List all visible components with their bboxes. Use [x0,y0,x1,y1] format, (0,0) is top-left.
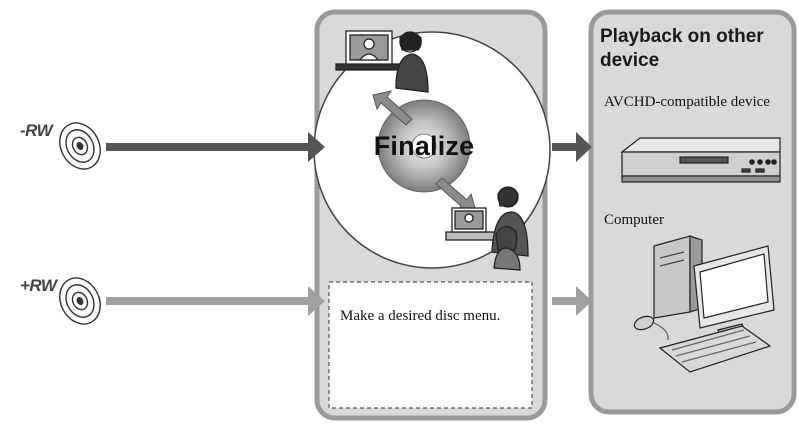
dvd-player-icon [620,137,781,183]
computer-label: Computer [604,212,664,228]
minus-rw-flow-arrow [106,132,325,162]
avchd-device-label: AVCHD-compatible device [604,94,770,110]
desktop-computer-icon [633,235,775,373]
finalize-label: Finalize [373,131,475,161]
plus-rw-label: +RW [20,276,57,295]
rw-plus-disc-icon [59,277,101,325]
rw-minus-disc-icon [59,122,101,170]
family-using-computer-icon [445,186,529,271]
menu-to-device-arrow [552,286,592,316]
finalize-to-device-arrow [552,132,592,162]
disc-icon [377,99,471,193]
disc-menu-option-box [328,281,533,409]
disc-menu-option-text: Make a desired disc menu. [340,308,501,324]
minus-rw-label: -RW [20,121,53,140]
plus-rw-flow-arrow [106,286,325,316]
person-watching-tv-icon [335,30,429,93]
playback-panel-title: Playback on other device [600,26,764,71]
